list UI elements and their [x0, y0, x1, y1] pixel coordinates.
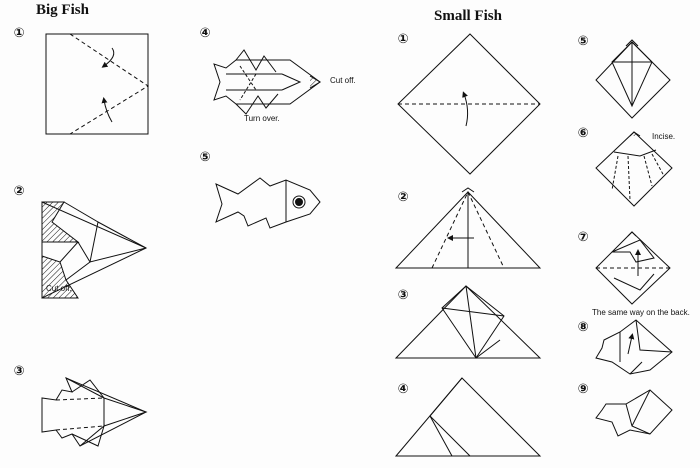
turn-over-note: Turn over.: [244, 114, 280, 123]
same-way-back-note: The same way on the back.: [592, 308, 690, 317]
small-fish-step-number-1: ①: [397, 32, 409, 47]
small-fish-step4-diagram: [394, 377, 542, 457]
big-fish-cut-off-note: Cut off.: [46, 284, 72, 293]
small-fish-step9-diagram: [595, 389, 673, 437]
small-fish-step6-diagram: [595, 131, 673, 207]
big-fish-step3-diagram: [41, 377, 148, 447]
big-fish-title: Big Fish: [36, 2, 89, 18]
big-fish-step5-diagram: [215, 177, 321, 229]
small-fish-title: Small Fish: [434, 8, 502, 24]
small-fish-step3-diagram: [394, 285, 542, 359]
small-fish-step-number-4: ④: [397, 382, 409, 397]
small-fish-step-number-2: ②: [397, 190, 409, 205]
small-fish-step-number-7: ⑦: [577, 230, 589, 245]
big-fish-step-number-3: ③: [13, 364, 25, 379]
small-fish-step-number-5: ⑤: [577, 34, 589, 49]
small-fish-step5-diagram: [595, 39, 671, 119]
big-fish-step-number-4: ④: [199, 26, 211, 41]
big-fish-step-number-5: ⑤: [199, 150, 211, 165]
small-fish-step7-diagram: [595, 231, 671, 305]
small-fish-step8-diagram: [595, 319, 673, 375]
big-fish-step4-cut-off-note: Cut off.: [330, 76, 356, 85]
small-fish-step-number-3: ③: [397, 288, 409, 303]
big-fish-step-number-1: ①: [13, 26, 25, 41]
small-fish-step-number-6: ⑥: [577, 126, 589, 141]
small-fish-step2-diagram: [394, 187, 542, 269]
big-fish-step-number-2: ②: [13, 184, 25, 199]
small-fish-step-number-9: ⑨: [577, 382, 589, 397]
big-fish-step4-diagram: [213, 49, 321, 115]
incise-note: Incise.: [652, 132, 676, 141]
big-fish-step2-diagram: [41, 201, 148, 299]
small-fish-step1-diagram: [397, 33, 541, 175]
big-fish-step1-diagram: [45, 33, 149, 135]
small-fish-step-number-8: ⑧: [577, 320, 589, 335]
